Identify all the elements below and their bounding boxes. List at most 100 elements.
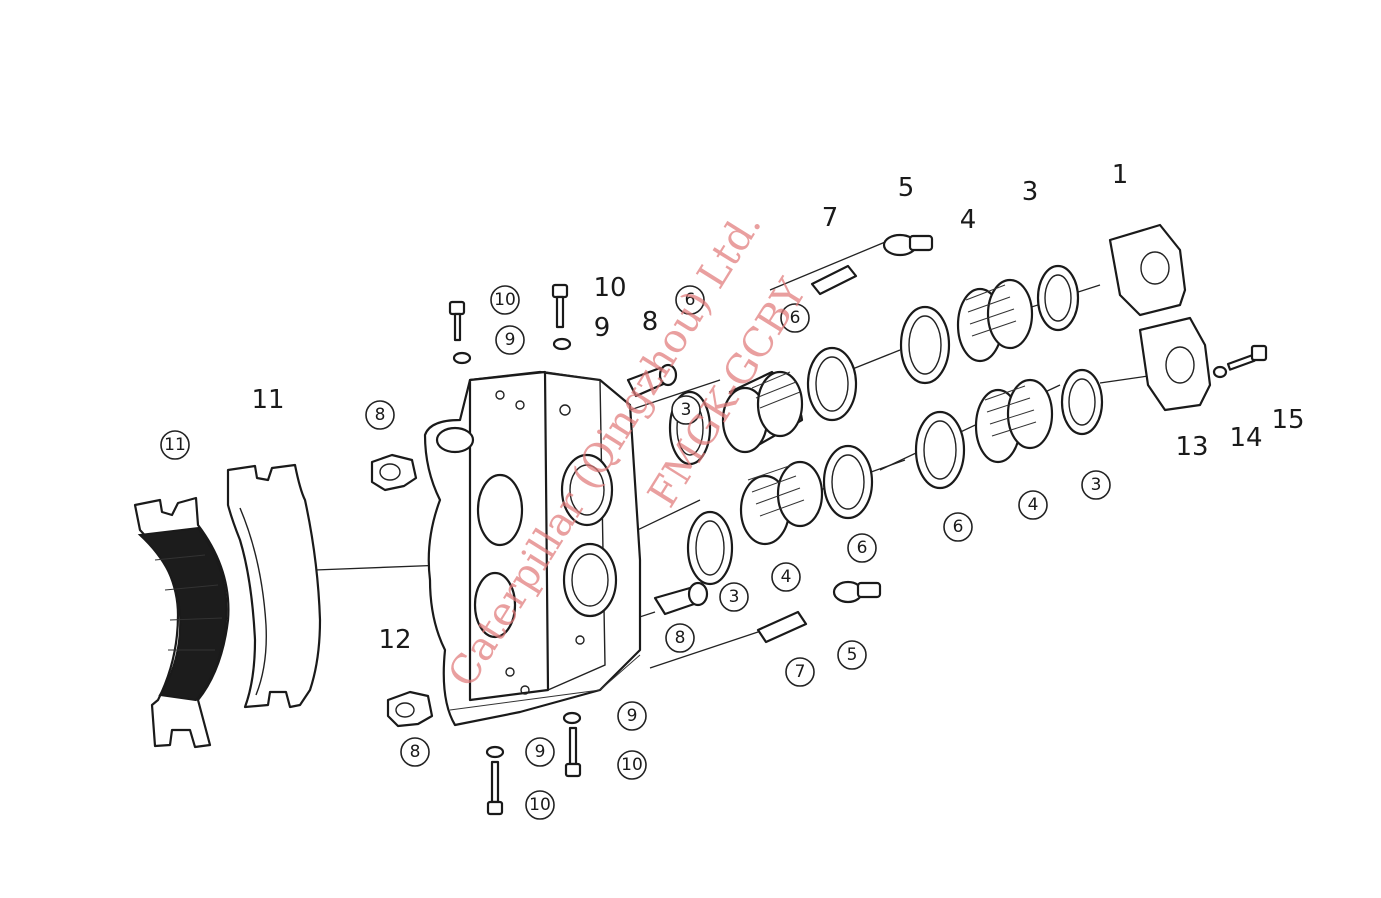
callout-8: 8 bbox=[365, 400, 395, 430]
callout-number: 8 bbox=[375, 405, 386, 425]
callout-3: 3 bbox=[671, 395, 701, 425]
callout-4: 4 bbox=[1018, 490, 1048, 520]
callout-5: 5 bbox=[898, 173, 915, 203]
callout-number: 10 bbox=[621, 755, 643, 775]
brake-pad-backing-plate bbox=[226, 463, 322, 709]
callout-4: 4 bbox=[960, 205, 977, 235]
callout-3: 3 bbox=[1022, 177, 1039, 207]
callout-6: 6 bbox=[847, 533, 877, 563]
callout-number: 1 bbox=[1112, 160, 1129, 190]
bolts-and-washers bbox=[448, 283, 582, 816]
caliper-housing bbox=[423, 370, 642, 727]
callout-circle bbox=[525, 737, 555, 767]
bleeder-screw-upper bbox=[626, 363, 678, 398]
callout-circle bbox=[837, 640, 867, 670]
end-cover-lower bbox=[1138, 316, 1212, 412]
callout-number: 8 bbox=[675, 628, 686, 648]
callout-circle bbox=[617, 701, 647, 731]
callout-number: 3 bbox=[681, 400, 692, 420]
callout-10: 10 bbox=[525, 790, 555, 820]
callout-11: 11 bbox=[251, 385, 284, 415]
callout-circle bbox=[785, 657, 815, 687]
callout-3: 3 bbox=[1081, 470, 1111, 500]
callout-7: 7 bbox=[822, 203, 839, 233]
callout-circle bbox=[1081, 470, 1111, 500]
callout-number: 6 bbox=[857, 538, 868, 558]
callout-number: 9 bbox=[594, 313, 611, 343]
callout-12: 12 bbox=[378, 625, 411, 655]
callout-circle bbox=[719, 582, 749, 612]
bleeder-valve-upper-right bbox=[810, 233, 934, 296]
callout-number: 14 bbox=[1229, 423, 1262, 453]
callout-number: 3 bbox=[1091, 475, 1102, 495]
callout-8: 8 bbox=[642, 307, 659, 337]
callout-number: 11 bbox=[251, 385, 284, 415]
callout-8: 8 bbox=[665, 623, 695, 653]
callout-circle bbox=[400, 737, 430, 767]
callout-9: 9 bbox=[594, 313, 611, 343]
callout-circle bbox=[365, 400, 395, 430]
callout-number: 10 bbox=[529, 795, 551, 815]
fitting-lower-left bbox=[386, 690, 434, 728]
callout-3: 3 bbox=[719, 582, 749, 612]
callout-6: 6 bbox=[780, 303, 810, 333]
upper-inner-pistons bbox=[668, 346, 858, 466]
callout-number: 9 bbox=[627, 706, 638, 726]
callout-10: 10 bbox=[593, 273, 626, 303]
callout-6: 6 bbox=[943, 512, 973, 542]
callout-circle bbox=[665, 623, 695, 653]
brake-pad-with-lining bbox=[133, 496, 230, 749]
callout-circle bbox=[771, 562, 801, 592]
callout-number: 5 bbox=[898, 173, 915, 203]
end-cover-upper bbox=[1108, 223, 1187, 317]
fitting-upper-left bbox=[370, 453, 418, 492]
upper-outer-pistons bbox=[899, 264, 1080, 385]
callout-number: 4 bbox=[960, 205, 977, 235]
callout-circle bbox=[525, 790, 555, 820]
callout-circle bbox=[671, 395, 701, 425]
callout-1: 1 bbox=[1112, 160, 1129, 190]
callout-15: 15 bbox=[1271, 405, 1304, 435]
callout-number: 8 bbox=[642, 307, 659, 337]
callout-5: 5 bbox=[837, 640, 867, 670]
callout-number: 7 bbox=[795, 662, 806, 682]
callout-number: 5 bbox=[847, 645, 858, 665]
callout-number: 7 bbox=[822, 203, 839, 233]
callout-number: 8 bbox=[410, 742, 421, 762]
callout-9: 9 bbox=[525, 737, 555, 767]
callout-circle bbox=[847, 533, 877, 563]
callout-number: 10 bbox=[494, 290, 516, 310]
callout-number: 9 bbox=[505, 330, 516, 350]
callout-circle bbox=[490, 285, 520, 315]
callout-number: 4 bbox=[781, 567, 792, 587]
callout-number: 10 bbox=[593, 273, 626, 303]
callout-9: 9 bbox=[495, 325, 525, 355]
callout-number: 6 bbox=[685, 290, 696, 310]
lower-inner-pistons bbox=[686, 444, 874, 586]
callout-14: 14 bbox=[1229, 423, 1262, 453]
callout-number: 4 bbox=[1028, 495, 1039, 515]
callout-10: 10 bbox=[617, 750, 647, 780]
lower-outer-pistons bbox=[914, 368, 1104, 490]
callout-number: 12 bbox=[378, 625, 411, 655]
callout-circle bbox=[495, 325, 525, 355]
callout-circle bbox=[617, 750, 647, 780]
callout-number: 3 bbox=[729, 587, 740, 607]
callout-6: 6 bbox=[675, 285, 705, 315]
callout-9: 9 bbox=[617, 701, 647, 731]
callout-number: 6 bbox=[953, 517, 964, 537]
callout-number: 15 bbox=[1271, 405, 1304, 435]
callout-number: 11 bbox=[164, 435, 186, 455]
callout-7: 7 bbox=[785, 657, 815, 687]
callout-11: 11 bbox=[160, 430, 190, 460]
callout-circle bbox=[160, 430, 190, 460]
callout-circle bbox=[1018, 490, 1048, 520]
callout-number: 6 bbox=[790, 308, 801, 328]
callout-13: 13 bbox=[1175, 432, 1208, 462]
callout-number: 13 bbox=[1175, 432, 1208, 462]
callout-circle bbox=[943, 512, 973, 542]
callout-number: 3 bbox=[1022, 177, 1039, 207]
callout-8: 8 bbox=[400, 737, 430, 767]
